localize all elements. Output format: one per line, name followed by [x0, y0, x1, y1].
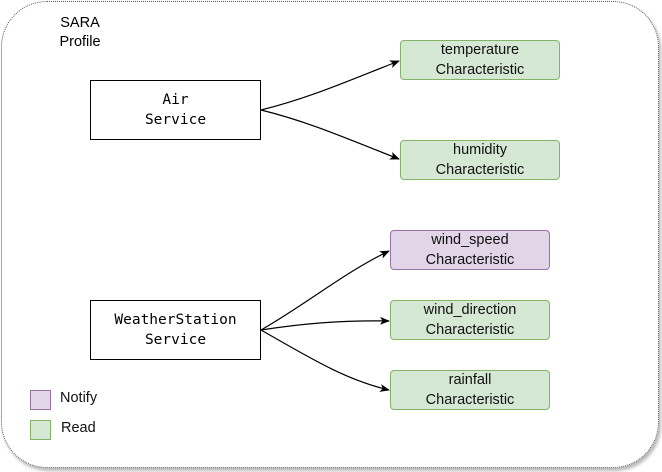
air-service-node: Air Service — [90, 80, 261, 140]
humidity-characteristic-node: humidity Characteristic — [400, 140, 560, 180]
edge-weather-to-wind-direction — [260, 316, 390, 331]
temperature-characteristic-node: temperature Characteristic — [400, 40, 560, 80]
legend-read-label: Read — [61, 420, 96, 436]
rainfall-kind: Characteristic — [425, 392, 515, 408]
weatherstation-service-node: WeatherStation Service — [90, 300, 261, 360]
rainfall-name: rainfall — [448, 372, 492, 388]
humidity-kind: Characteristic — [435, 162, 525, 178]
wind-speed-kind: Characteristic — [425, 252, 515, 268]
wind-speed-characteristic-node: wind_speed Characteristic — [390, 230, 550, 270]
edge-air-to-temperature — [260, 60, 400, 111]
wind-direction-characteristic-node: wind_direction Characteristic — [390, 300, 550, 340]
wind-speed-name: wind_speed — [431, 232, 509, 248]
weatherstation-service-line1: WeatherStation — [114, 312, 237, 328]
temperature-kind: Characteristic — [435, 62, 525, 78]
legend-notify-label: Notify — [60, 390, 98, 406]
legend-notify-swatch — [30, 390, 51, 410]
humidity-name: humidity — [453, 142, 507, 158]
profile-title-line1: SARA — [60, 15, 100, 31]
weatherstation-service-line2: Service — [144, 332, 207, 348]
edge-weather-to-wind-speed — [260, 250, 390, 331]
edge-air-to-humidity — [260, 109, 400, 160]
rainfall-characteristic-node: rainfall Characteristic — [390, 370, 550, 410]
air-service-line1: Air — [162, 92, 189, 108]
edge-weather-to-rainfall — [260, 329, 390, 392]
legend-read-swatch — [30, 420, 51, 440]
wind-direction-name: wind_direction — [423, 302, 517, 318]
profile-title-line2: Profile — [59, 34, 101, 50]
temperature-name: temperature — [440, 42, 520, 58]
air-service-line2: Service — [144, 112, 207, 128]
profile-title: SARA Profile — [40, 14, 120, 52]
wind-direction-kind: Characteristic — [425, 322, 515, 338]
